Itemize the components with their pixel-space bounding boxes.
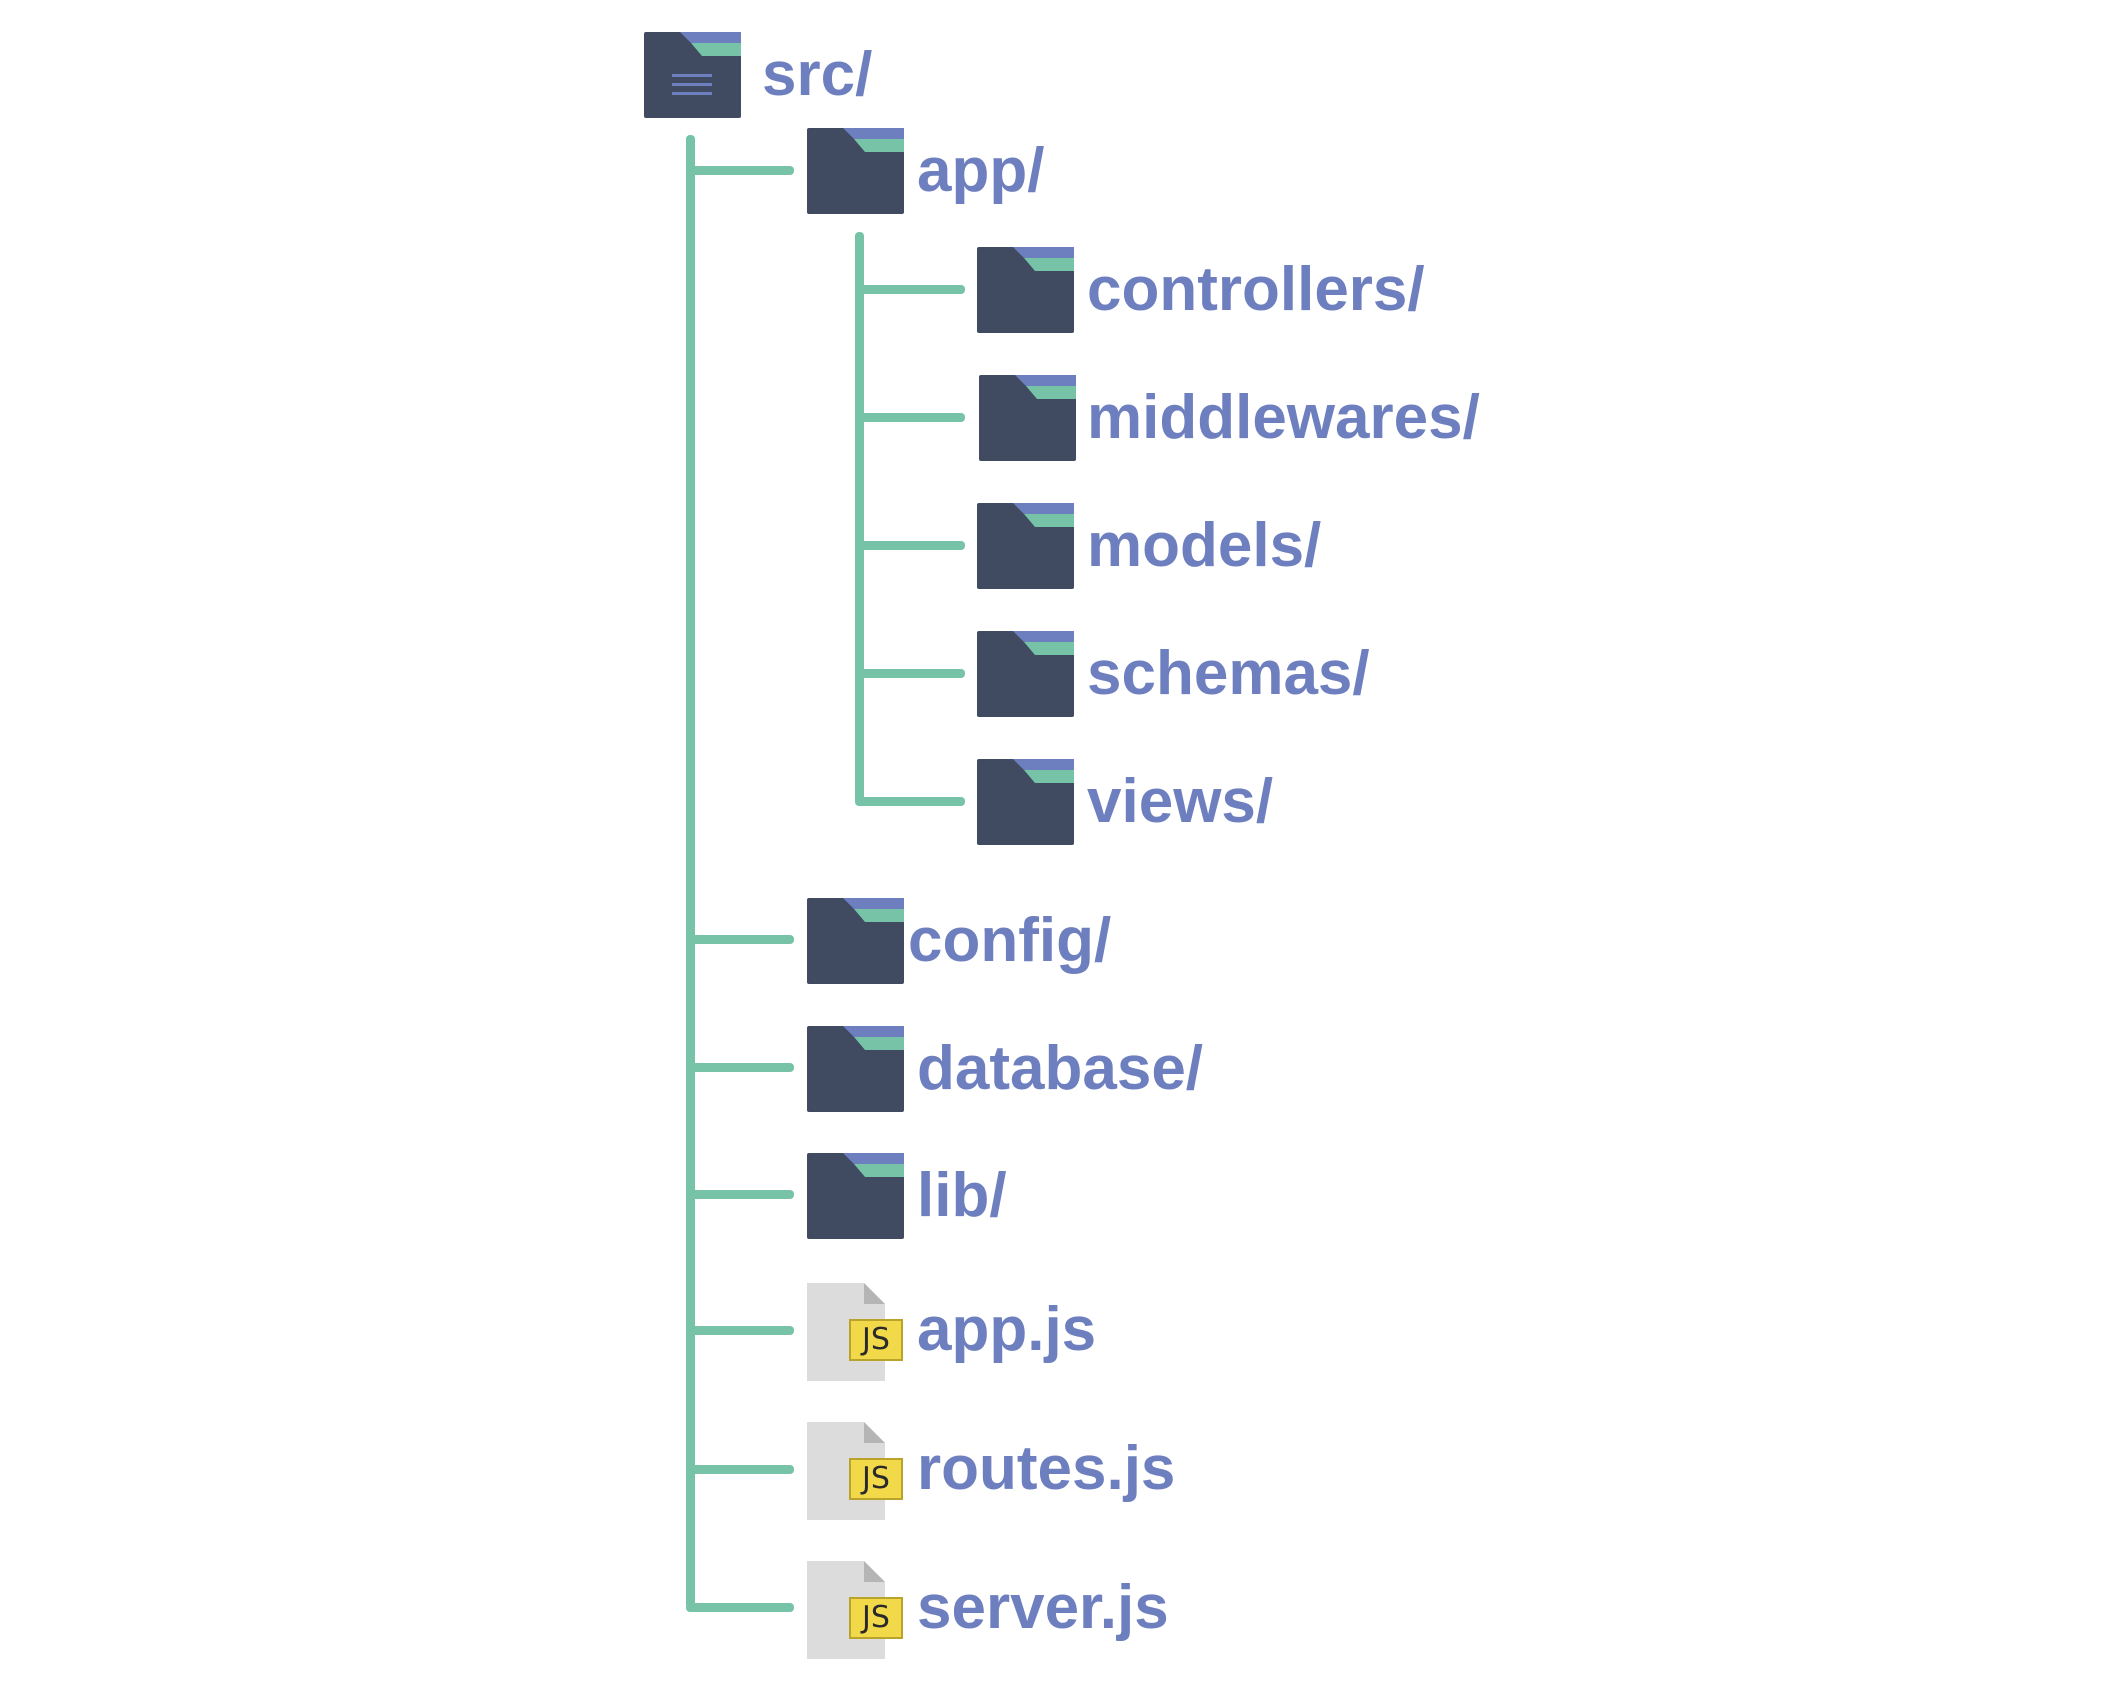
- folder-icon: [807, 128, 904, 214]
- tree-item-label: config/: [908, 906, 1112, 975]
- tree-connector-app: [686, 166, 794, 175]
- tree-item-label: models/: [1087, 511, 1322, 580]
- folder-icon: [807, 1026, 904, 1112]
- tree-connector-middlewares: [855, 413, 965, 422]
- tree-connector-controllers: [855, 285, 965, 294]
- tree-item-label: controllers/: [1087, 255, 1425, 324]
- tree-connector-lib: [686, 1190, 794, 1199]
- tree-item-label: database/: [917, 1034, 1204, 1103]
- tree-connector-server-js: [686, 1603, 794, 1612]
- folder-icon: [979, 375, 1076, 461]
- folder-icon: [977, 759, 1074, 845]
- folder-icon: [977, 503, 1074, 589]
- tree-item-label: schemas/: [1087, 639, 1370, 708]
- tree-item-label: routes.js: [917, 1434, 1176, 1503]
- tree-connector-routes-js: [686, 1465, 794, 1474]
- tree-connector-root-vertical: [686, 135, 695, 1608]
- tree-item-label: views/: [1087, 767, 1274, 836]
- tree-connector-app-vertical: [855, 232, 864, 803]
- tree-item-label: middlewares/: [1087, 383, 1480, 452]
- folder-root-icon: [644, 32, 741, 118]
- tree-item-label: app.js: [917, 1295, 1097, 1364]
- tree-item-label: lib/: [917, 1161, 1007, 1230]
- tree-connector-models: [855, 541, 965, 550]
- folder-icon: [807, 898, 904, 984]
- js-badge: JS: [849, 1597, 903, 1639]
- folder-icon: [807, 1153, 904, 1239]
- tree-item-label: server.js: [917, 1573, 1169, 1642]
- folder-icon: [977, 631, 1074, 717]
- js-badge: JS: [849, 1319, 903, 1361]
- js-badge: JS: [849, 1458, 903, 1500]
- tree-connector-database: [686, 1063, 794, 1072]
- folder-icon: [977, 247, 1074, 333]
- tree-connector-schemas: [855, 669, 965, 678]
- tree-item-label: src/: [762, 40, 873, 109]
- tree-connector-views: [855, 797, 965, 806]
- tree-connector-config: [686, 935, 794, 944]
- tree-item-label: app/: [917, 136, 1045, 205]
- tree-connector-app-js: [686, 1326, 794, 1335]
